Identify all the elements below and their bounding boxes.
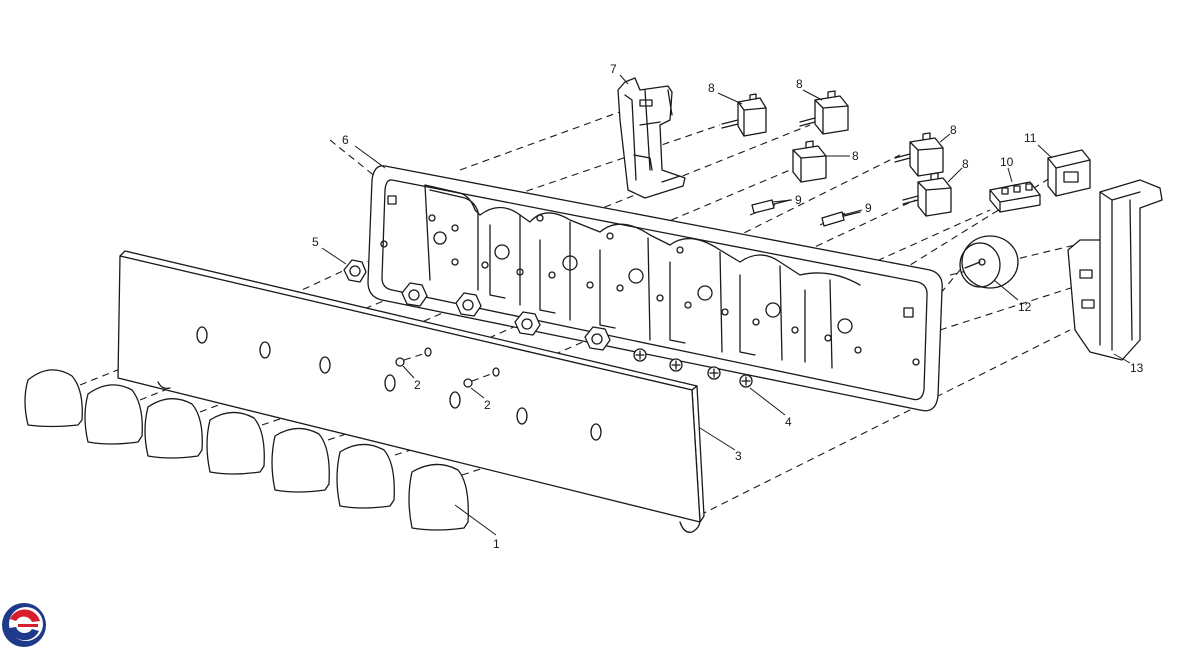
callout-switch-3: 8 (852, 149, 859, 163)
left-bracket (617, 77, 686, 199)
callout-ignition-a: 9 (795, 193, 802, 207)
switch-unit (721, 93, 767, 137)
control-knobs (24, 369, 469, 531)
callout-bracket-left: 7 (610, 62, 617, 76)
callout-switch-4: 8 (950, 123, 957, 137)
callout-leaders (321, 74, 1131, 536)
ignition-switches (751, 199, 861, 227)
callout-indicator: 11 (1024, 131, 1037, 145)
switch-unit (792, 140, 827, 183)
selector-block (989, 181, 1041, 213)
callout-switch-1: 8 (708, 81, 715, 95)
callout-panel-screws: 4 (785, 415, 792, 429)
callout-screw-b: 2 (484, 398, 491, 412)
backplate-holes (380, 214, 920, 366)
rotary-switches (721, 90, 952, 217)
callout-timer: 12 (1018, 300, 1032, 314)
control-panel-backplate (367, 165, 943, 412)
switch-unit (799, 90, 849, 135)
callout-selector: 10 (1000, 155, 1014, 169)
brand-logo-icon (2, 603, 46, 647)
panel-screws (633, 348, 753, 388)
panel-nuts (343, 259, 611, 351)
callout-control-panel: 6 (342, 133, 349, 147)
small-screws (395, 347, 500, 388)
callout-bracket-right: 13 (1130, 361, 1144, 375)
switch-unit (894, 132, 944, 177)
callout-switch-5: 8 (962, 157, 969, 171)
right-bracket (1067, 179, 1163, 361)
switch-unit (902, 172, 952, 217)
callout-front-panel: 3 (735, 449, 742, 463)
front-panel (117, 250, 705, 533)
callout-nut: 5 (312, 235, 319, 249)
callout-knob: 1 (493, 537, 500, 551)
timer-unit (959, 235, 1019, 289)
callout-screw-a: 2 (414, 378, 421, 392)
callout-ignition-b: 9 (865, 201, 872, 215)
callout-switch-2: 8 (796, 77, 803, 91)
indicator-unit (1047, 149, 1091, 197)
callout-labels: 1 2 2 3 4 5 6 7 8 8 8 8 8 9 9 10 11 12 1… (312, 62, 1144, 551)
